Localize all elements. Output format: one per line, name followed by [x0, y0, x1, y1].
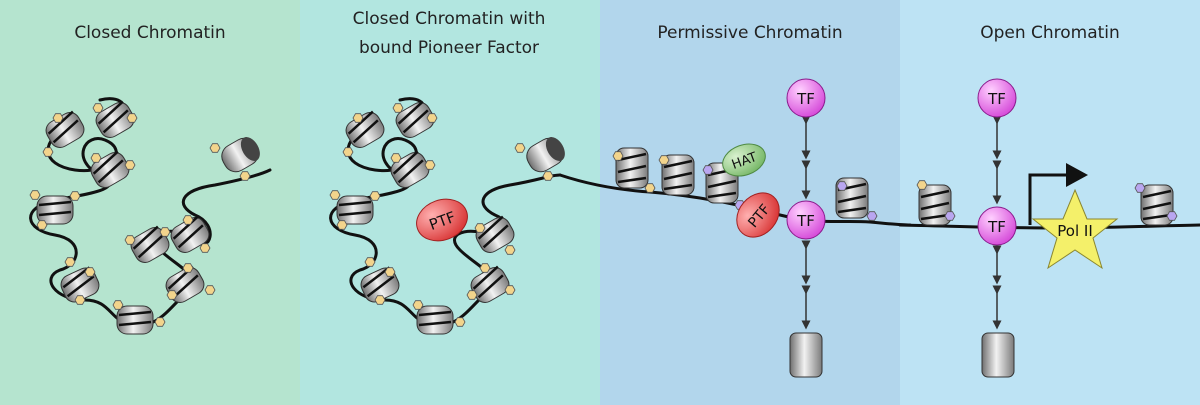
- histone-mark-hexagon: [64, 257, 76, 267]
- histone-mark-hexagon: [342, 147, 354, 157]
- histone-mark-hexagon: [384, 267, 396, 277]
- pol2-label: Pol II: [1057, 222, 1092, 240]
- histone-mark-hexagon: [944, 211, 956, 221]
- histone-mark-hexagon: [204, 285, 216, 295]
- tf-bound-open: TF: [977, 206, 1017, 246]
- histone-mark-hexagon: [514, 143, 526, 153]
- histone-mark-hexagon: [504, 285, 516, 295]
- ptf-bound-closed: PTF: [416, 198, 468, 242]
- histone-mark-hexagon: [352, 113, 364, 123]
- histone-mark-hexagon: [74, 295, 86, 305]
- histone-mark-hexagon: [112, 300, 124, 310]
- histone-mark-hexagon: [474, 223, 486, 233]
- panel-title-closed-ptf-line1: Closed Chromatin with: [353, 9, 546, 29]
- histone-mark-hexagon: [424, 160, 436, 170]
- histone-mark-hexagon: [90, 153, 102, 163]
- histone-mark-hexagon: [1134, 183, 1146, 193]
- histone-mark-hexagon: [426, 113, 438, 123]
- histone-mark-hexagon: [454, 317, 466, 327]
- histone-mark-hexagon: [92, 103, 104, 113]
- histone-mark-hexagon: [504, 245, 516, 255]
- histone-mark-hexagon: [84, 267, 96, 277]
- tf-free-open: TF: [977, 78, 1017, 118]
- histone-mark-hexagon: [29, 190, 41, 200]
- histone-mark-hexagon: [836, 181, 848, 191]
- histone-mark-hexagon: [658, 155, 670, 165]
- histone-mark-hexagon: [182, 215, 194, 225]
- histone-mark-hexagon: [866, 211, 878, 221]
- panel-title-closed: Closed Chromatin: [74, 23, 225, 43]
- transcription-start-arrow: [1028, 163, 1088, 225]
- histone-mark-hexagon: [209, 143, 221, 153]
- histone-mark-hexagon: [42, 147, 54, 157]
- histone-mark-hexagon: [466, 290, 478, 300]
- histone-mark-hexagon: [369, 191, 381, 201]
- histone-mark-hexagon: [159, 227, 171, 237]
- tf-bound-permissive: TF: [786, 200, 826, 240]
- histone-mark-hexagon: [166, 290, 178, 300]
- pol2-star: Pol II: [1031, 188, 1119, 270]
- histone-mark-hexagon: [199, 243, 211, 253]
- tf-label-free-open: TF: [987, 90, 1006, 108]
- histone-mark-hexagon: [239, 171, 251, 181]
- nucleosomes-permissive-open: [615, 147, 1174, 378]
- hat-enzyme: HAT: [722, 143, 766, 177]
- panel-title-closed-ptf-line2: bound Pioneer Factor: [359, 38, 539, 58]
- tf-label-bound-open: TF: [987, 218, 1006, 236]
- tf-free-permissive: TF: [786, 78, 826, 118]
- histone-mark-hexagon: [126, 113, 138, 123]
- evicted-nucleosome-permissive: [789, 332, 823, 378]
- histone-mark-hexagon: [612, 151, 624, 161]
- ptf-bound-permissive: PTF: [736, 192, 780, 238]
- histone-mark-hexagon: [542, 171, 554, 181]
- histone-mark-hexagon: [329, 190, 341, 200]
- panel-title-permissive: Permissive Chromatin: [657, 23, 842, 43]
- histone-mark-hexagon: [412, 300, 424, 310]
- histone-mark-hexagon: [36, 220, 48, 230]
- histone-mark-hexagon: [336, 220, 348, 230]
- histone-mark-hexagon: [392, 103, 404, 113]
- histone-mark-hexagon: [1166, 211, 1178, 221]
- histone-mark-hexagon: [124, 235, 136, 245]
- histone-marks: [29, 103, 1178, 327]
- evicted-nucleosome-open: [981, 332, 1015, 378]
- histone-mark-hexagon: [374, 295, 386, 305]
- histone-mark-hexagon: [916, 180, 928, 190]
- histone-mark-hexagon: [364, 257, 376, 267]
- histone-mark-hexagon: [69, 191, 81, 201]
- histone-mark-hexagon: [124, 160, 136, 170]
- histone-mark-hexagon: [702, 165, 714, 175]
- histone-mark-hexagon: [479, 263, 491, 273]
- tf-label-bound-permissive: TF: [796, 212, 815, 230]
- panel-title-open: Open Chromatin: [980, 23, 1120, 43]
- histone-mark-hexagon: [52, 113, 64, 123]
- tf-exchange-arrows: [801, 115, 1002, 330]
- histone-mark-hexagon: [390, 153, 402, 163]
- histone-mark-hexagon: [644, 183, 656, 193]
- histone-mark-hexagon: [154, 317, 166, 327]
- histone-mark-hexagon: [182, 263, 194, 273]
- tf-label-free-permissive: TF: [796, 90, 815, 108]
